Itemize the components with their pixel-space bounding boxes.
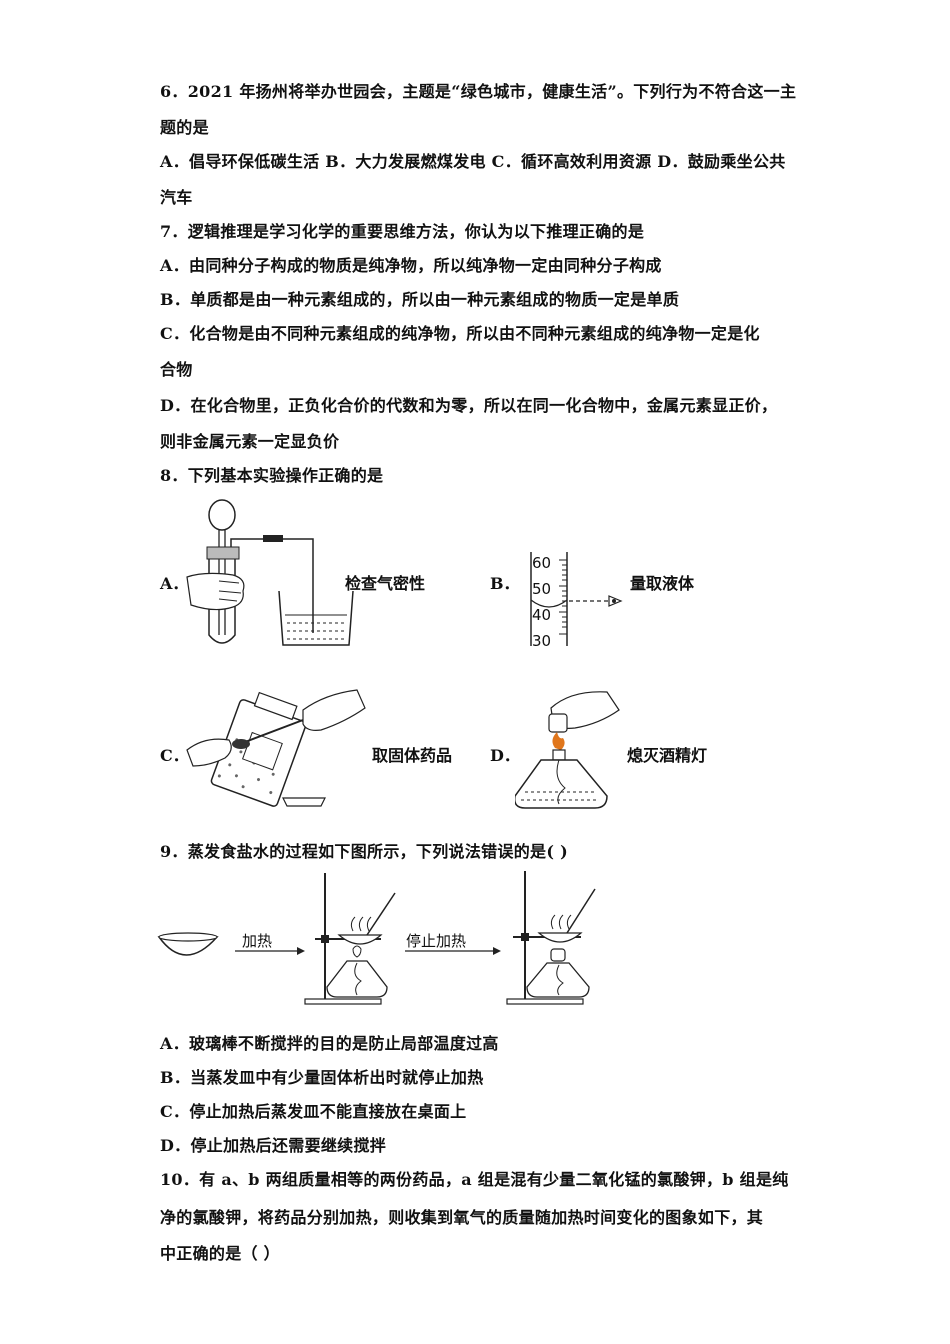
q9-option-b: B．当蒸发皿中有少量固体析出时就停止加热 <box>160 1068 484 1087</box>
q8-option-c-label: C． <box>160 746 189 765</box>
q8-option-a-caption: 检查气密性 <box>345 574 426 593</box>
q6-options: A．倡导环保低碳生活 B．大力发展燃煤发电 C．循环高效利用资源 D．鼓励乘坐公… <box>160 152 786 171</box>
q8-option-b-caption: 量取液体 <box>630 574 695 593</box>
q8-option-d-label: D． <box>490 746 520 765</box>
q10-stem-line3: 中正确的是（ ） <box>160 1244 280 1263</box>
q7-stem: 7．逻辑推理是学习化学的重要思维方法，你认为以下推理正确的是 <box>160 222 645 241</box>
q9-option-c: C．停止加热后蒸发皿不能直接放在桌面上 <box>160 1102 467 1121</box>
q9-option-a: A．玻璃棒不断搅拌的目的是防止局部温度过高 <box>160 1034 499 1053</box>
q9-option-d: D．停止加热后还需要继续搅拌 <box>160 1136 387 1155</box>
scale-label-30: 30 <box>532 632 552 650</box>
q6-stem-line1: 6．2021 年扬州将举办世园会，主题是“绿色城市，健康生活”。下列行为不符合这… <box>160 82 797 101</box>
arrow-label-heat: 加热 <box>242 932 273 950</box>
q10-stem-line2: 净的氯酸钾，将药品分别加热，则收集到氧气的质量随加热时间变化的图象如下，其 <box>160 1208 764 1227</box>
q8-option-d-caption: 熄灭酒精灯 <box>627 746 708 765</box>
take-solid-reagent-figure <box>185 680 370 810</box>
arrow-label-stop-heating: 停止加热 <box>406 932 467 950</box>
scale-label-50: 50 <box>532 580 552 598</box>
scale-label-40: 40 <box>532 606 552 624</box>
alcohol-lamp-figure <box>515 688 625 813</box>
q7-option-a: A．由同种分子构成的物质是纯净物，所以纯净物一定由同种分子构成 <box>160 256 662 275</box>
cylinder-scale-labels: 60 50 40 30 <box>532 550 551 654</box>
q10-stem-line1: 10．有 a、b 两组质量相等的两份药品，a 组是混有少量二氧化锰的氯酸钾，b … <box>160 1170 789 1189</box>
scale-label-60: 60 <box>532 554 552 572</box>
evaporation-process-figure <box>155 865 615 1010</box>
graduated-cylinder-figure <box>525 548 630 648</box>
airtightness-check-figure <box>185 495 375 655</box>
q7-option-c-line1: C．化合物是由不同种元素组成的纯净物，所以由不同种元素组成的纯净物一定是化 <box>160 324 760 343</box>
q7-option-b: B．单质都是由一种元素组成的，所以由一种元素组成的物质一定是单质 <box>160 290 680 309</box>
q7-option-d-line1: D．在化合物里，正负化合价的代数和为零，所以在同一化合物中，金属元素显正价， <box>160 396 778 415</box>
q8-option-c-caption: 取固体药品 <box>372 746 453 765</box>
q8-stem: 8．下列基本实验操作正确的是 <box>160 466 384 485</box>
q7-option-d-line2: 则非金属元素一定显负价 <box>160 432 340 451</box>
q8-option-b-label: B． <box>490 574 520 593</box>
q6-stem-line2: 题的是 <box>160 118 209 137</box>
q7-option-c-line2: 合物 <box>160 360 193 379</box>
q8-option-a-label: A． <box>160 574 189 593</box>
q6-options-cont: 汽车 <box>160 188 193 207</box>
q9-stem: 9．蒸发食盐水的过程如下图所示，下列说法错误的是( ) <box>160 842 568 861</box>
